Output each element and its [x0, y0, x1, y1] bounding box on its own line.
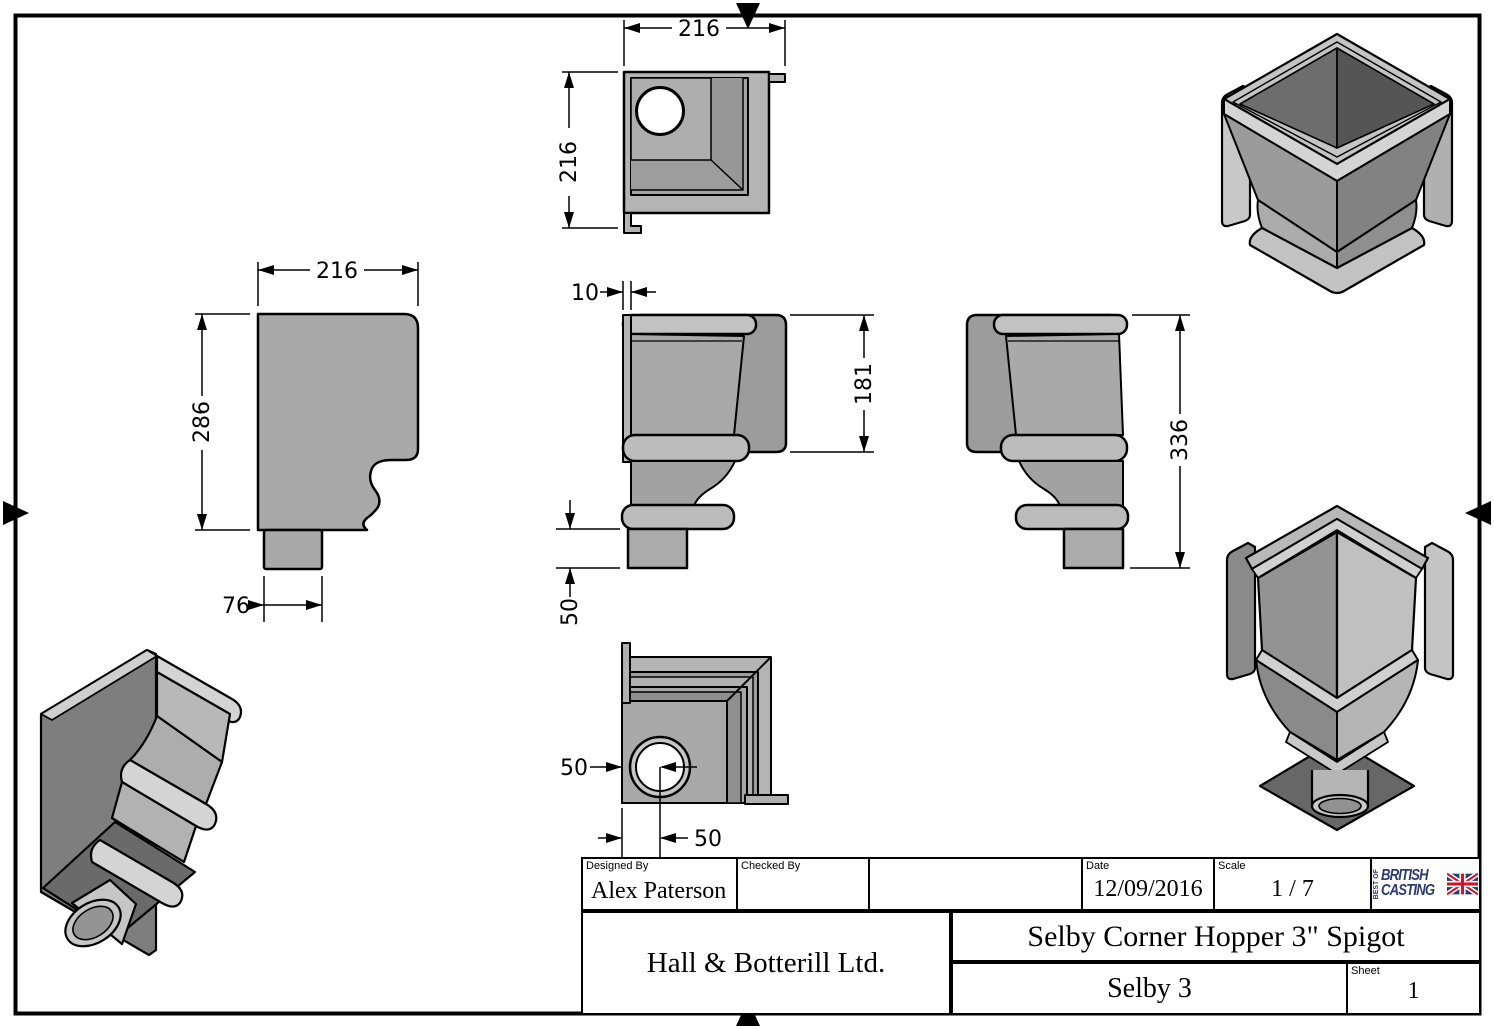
logo-line2: CASTING	[1381, 882, 1435, 899]
iso-view-bottom-left	[39, 648, 243, 957]
bottom-view: 50 50	[560, 642, 789, 858]
scale-value: 1 / 7	[1271, 876, 1314, 902]
spigot-side-right	[1062, 527, 1125, 570]
side-view-center: 10 181 50	[556, 281, 877, 626]
drawing-title: Selby Corner Hopper 3" Spigot	[1027, 919, 1405, 953]
designed-by-cell: Designed By Alex Paterson	[581, 857, 738, 911]
checked-by-cell: Checked By	[736, 857, 870, 911]
top-view-dim-width	[623, 20, 786, 66]
dim-front-height: 286	[190, 401, 215, 443]
logo-cell: BEST OF BRITISH CASTING	[1370, 857, 1481, 911]
union-jack-icon	[1447, 871, 1478, 897]
sheet-number: 1	[1407, 978, 1420, 1004]
scale-label: Scale	[1218, 860, 1246, 872]
centering-mark-top	[736, 3, 760, 29]
front-dim-width	[257, 262, 419, 306]
designed-by-value: Alex Paterson	[591, 878, 727, 904]
front-dim-spigot	[248, 576, 323, 622]
front-dim-height	[195, 313, 250, 531]
logo-best-of-text: BEST OF	[1373, 868, 1380, 900]
dim-front-width: 216	[316, 259, 358, 284]
side-right-dim-overall	[1130, 314, 1190, 569]
dim-bottom-offset-x: 50	[560, 756, 588, 781]
designed-by-label: Designed By	[586, 860, 649, 872]
side-dim-depth	[790, 314, 874, 453]
dim-top-height: 216	[557, 141, 582, 183]
hopper-body-front	[256, 312, 420, 532]
wall-flange-edge-right	[744, 794, 789, 805]
sheet-cell: Sheet 1	[1346, 962, 1481, 1015]
scale-cell: Scale 1 / 7	[1213, 857, 1372, 911]
dim-bottom-offset-y: 50	[694, 827, 722, 852]
date-cell: Date 12/09/2016	[1081, 857, 1215, 911]
bottom-dim-y	[598, 767, 688, 858]
spigot-side	[626, 527, 689, 570]
model-name-cell: Selby 3	[951, 962, 1348, 1015]
side-dim-plate	[600, 281, 656, 310]
top-view: 216 216	[557, 17, 786, 234]
title-block: Designed By Alex Paterson Checked By Dat…	[581, 857, 1481, 1015]
dim-overall-height: 336	[1168, 419, 1193, 461]
side-view-right: 336	[965, 313, 1193, 570]
spigot-front	[262, 528, 324, 571]
date-label: Date	[1086, 860, 1110, 872]
sheet-label: Sheet	[1351, 965, 1380, 977]
centering-mark-right	[1465, 501, 1491, 525]
logo-line1: BRITISH	[1381, 867, 1429, 885]
centering-mark-left	[3, 501, 29, 525]
model-name: Selby 3	[1107, 972, 1192, 1004]
bottom-dim-x	[590, 762, 697, 772]
dim-body-depth: 181	[852, 363, 877, 405]
dim-top-width: 216	[678, 17, 720, 42]
dim-spigot-length: 50	[558, 598, 583, 626]
dim-front-spigot-width: 76	[222, 594, 250, 619]
iso-view-bottom-right	[1225, 504, 1455, 832]
dim-back-plate: 10	[571, 281, 599, 306]
date-value: 12/09/2016	[1093, 876, 1203, 902]
side-dim-spigot	[556, 500, 620, 597]
wall-flange-edge-top	[621, 642, 631, 704]
drawing-title-cell: Selby Corner Hopper 3" Spigot	[951, 911, 1481, 962]
company-cell: Hall & Botterill Ltd.	[581, 911, 951, 1015]
front-view: 216 286 76	[190, 259, 420, 622]
iso-view-top	[1220, 32, 1454, 295]
top-view-dim-height	[562, 71, 618, 229]
spigot-hole	[635, 86, 685, 136]
checked-by-label: Checked By	[741, 860, 801, 872]
wall-flange-tab-bottom	[623, 212, 642, 234]
logo-british-casting-text: BRITISH CASTING	[1381, 867, 1446, 899]
wall-flange-tab-right	[768, 73, 786, 83]
empty-cell	[868, 857, 1083, 911]
company-name: Hall & Botterill Ltd.	[646, 946, 886, 979]
